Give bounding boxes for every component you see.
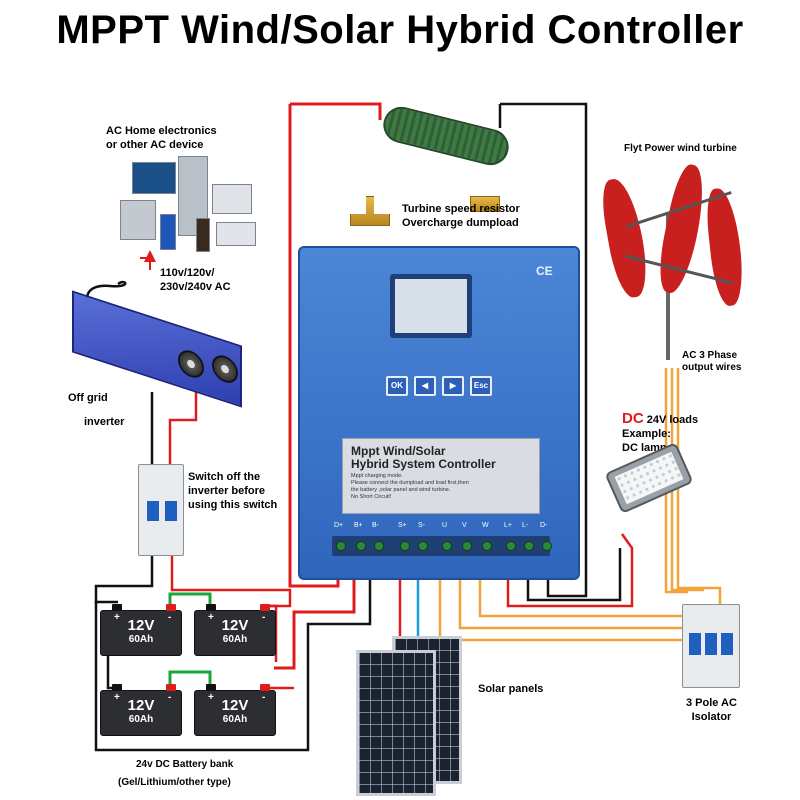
right-key[interactable]: ▶ xyxy=(442,376,464,396)
polarity-mark: - xyxy=(168,692,172,703)
polarity-mark: - xyxy=(168,612,172,623)
terminal-label: B- xyxy=(372,522,379,529)
terminal-screw xyxy=(374,541,384,551)
terminal-label: S+ xyxy=(398,522,407,529)
terminal-label: D+ xyxy=(334,522,344,529)
battery-bank-label: 24v DC Battery bank xyxy=(136,759,234,770)
terminal-screw xyxy=(356,541,366,551)
battery-post-positive xyxy=(166,604,176,611)
terminal-label: L+ xyxy=(504,522,512,529)
fan-icon xyxy=(212,351,238,387)
terminal-screw xyxy=(542,541,552,551)
polarity-mark: - xyxy=(262,612,266,623)
breaker-toggle xyxy=(147,501,159,521)
polarity-mark: + xyxy=(114,692,120,703)
terminal-screw xyxy=(442,541,452,551)
terminal-screw xyxy=(400,541,410,551)
dumpload-wire-top xyxy=(290,102,382,120)
ac-voltage-label: 110v/120v/230v/240v AC xyxy=(160,267,231,293)
breaker-toggle xyxy=(705,633,717,655)
battery-post-negative xyxy=(112,604,122,611)
left-key[interactable]: ◀ xyxy=(414,376,436,396)
battery-post-negative xyxy=(206,604,216,611)
terminal-screw xyxy=(418,541,428,551)
terminal-block xyxy=(332,536,550,556)
washer-image xyxy=(212,184,252,214)
battery-wire-positive xyxy=(274,548,356,670)
solar-label: Solar panels xyxy=(478,683,544,695)
solar-panel xyxy=(356,650,436,796)
polarity-mark: - xyxy=(262,692,266,703)
ce-mark: CE xyxy=(536,264,553,278)
terminal-screw xyxy=(462,541,472,551)
inverter-wire-positive xyxy=(168,392,198,470)
dc-switch-breaker xyxy=(138,464,184,556)
terminal-label: L- xyxy=(522,522,529,529)
page-title: MPPT Wind/Solar Hybrid Controller xyxy=(56,8,744,52)
battery-post-negative xyxy=(206,684,216,691)
lcd-screen xyxy=(390,274,472,338)
battery-post-positive xyxy=(260,684,270,691)
polarity-mark: + xyxy=(208,612,214,623)
terminal-label: B+ xyxy=(354,522,363,529)
terminal-label: S- xyxy=(418,522,425,529)
breaker-toggle xyxy=(689,633,701,655)
terminal-screw xyxy=(336,541,346,551)
oven-image xyxy=(120,200,156,240)
battery-post-negative xyxy=(112,684,122,691)
vacuum-image xyxy=(160,214,176,250)
esc-key[interactable]: Esc xyxy=(470,376,492,396)
panel-text: Mppt charging mode. Please connect the d… xyxy=(351,473,469,500)
load-wire-positive xyxy=(506,533,634,608)
terminal-screw xyxy=(524,541,534,551)
battery-post-positive xyxy=(166,684,176,691)
battery-post-positive xyxy=(260,604,270,611)
terminal-label: W xyxy=(482,522,489,529)
terminal-screw xyxy=(482,541,492,551)
wind-turbine-image xyxy=(597,158,754,348)
polarity-mark: + xyxy=(208,692,214,703)
turbine-blade xyxy=(597,175,653,301)
terminal-label: U xyxy=(442,522,448,529)
breaker-toggle xyxy=(721,633,733,655)
controller-keypad: OK ◀ ▶ Esc xyxy=(386,376,492,396)
battery-type-label: (Gel/Lithium/other type) xyxy=(118,777,231,788)
resistor-bracket xyxy=(470,196,500,212)
fan-icon xyxy=(178,346,204,382)
dumpload-wire-negative xyxy=(500,102,588,598)
ok-key[interactable]: OK xyxy=(386,376,408,396)
ac-isolator xyxy=(682,604,740,688)
terminal-screw xyxy=(506,541,516,551)
turbine-blade xyxy=(703,186,747,308)
turbine-label: Flyt Power wind turbine xyxy=(624,143,737,154)
terminal-label: V xyxy=(462,522,467,529)
home-appliances-image xyxy=(112,152,272,258)
speaker-image xyxy=(196,218,210,252)
microwave-image xyxy=(216,222,256,246)
polarity-mark: + xyxy=(114,612,120,623)
terminal-label: D- xyxy=(540,522,548,529)
tv-image xyxy=(132,162,176,194)
breaker-toggle xyxy=(165,501,177,521)
